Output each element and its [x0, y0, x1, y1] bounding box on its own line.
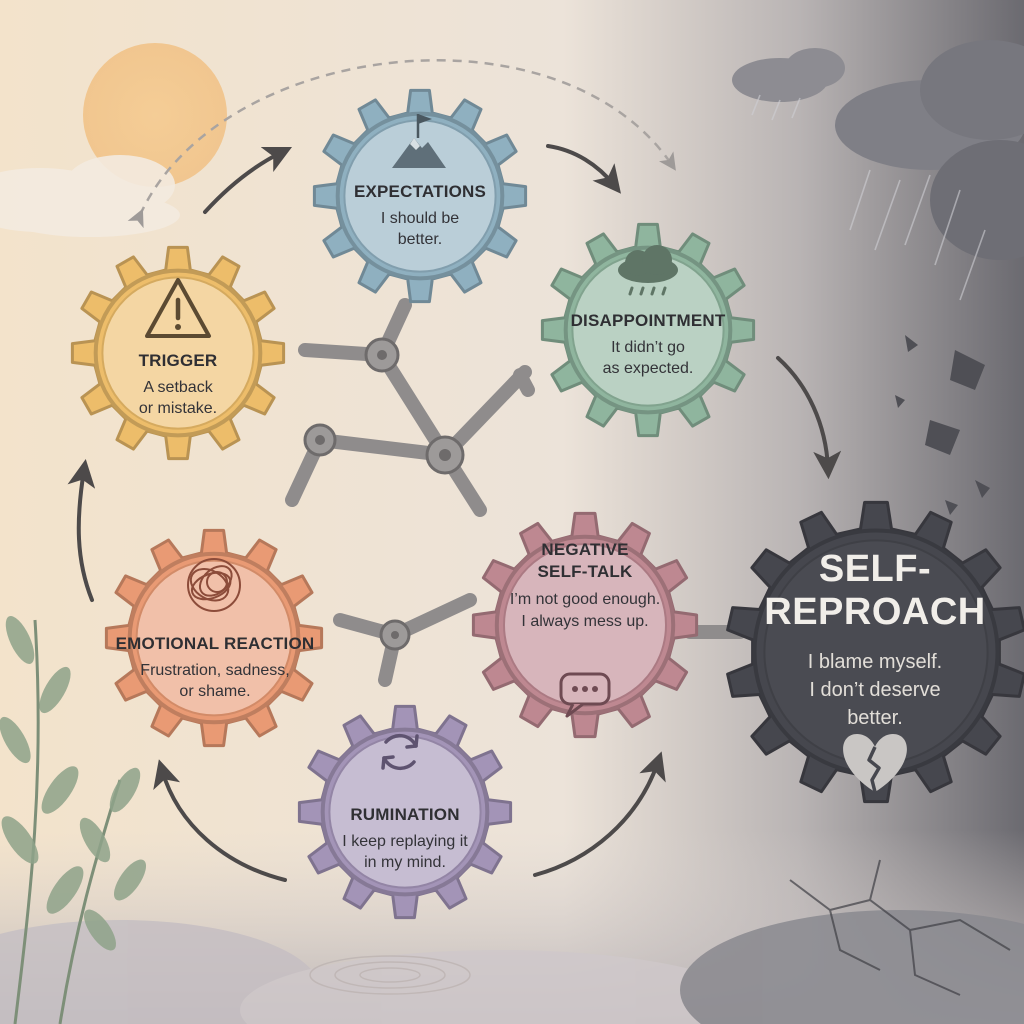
gear-emotional-reaction	[104, 528, 324, 748]
node-negative-self-talk: NEGATIVE SELF-TALK I’m not good enough. …	[490, 540, 680, 632]
gear-trigger	[70, 245, 286, 461]
node-disappointment: DISAPPOINTMENT It didn’t go as expected.	[558, 303, 738, 380]
node-self-reproach-text-3: better.	[847, 707, 903, 730]
ground-cracks	[789, 859, 1011, 996]
node-expectations: EXPECTATIONS I should be better.	[330, 174, 510, 251]
warning-triangle-icon	[145, 278, 211, 338]
node-negative-self-talk-text-1: I’m not good enough.	[509, 591, 661, 609]
gear-emotional-reaction-face	[135, 559, 293, 717]
arrow-self-talk-to-rumination	[533, 751, 666, 877]
broken-heart-icon	[843, 734, 907, 793]
rain-cloud-icon	[618, 245, 678, 296]
arrow-rumination-to-emotion	[153, 759, 287, 882]
rain-streaks	[751, 94, 986, 301]
gear-expectations-rim	[335, 111, 505, 281]
node-expectations-text-2: better.	[397, 231, 443, 249]
gear-disappointment-rim	[563, 245, 733, 415]
node-self-reproach-text-2: I don’t deserve	[809, 679, 941, 702]
node-negative-self-talk-title-2: SELF-TALK	[537, 561, 633, 581]
flying-debris	[895, 335, 990, 515]
bottom-cloud-band	[0, 910, 1024, 1024]
node-trigger-title: TRIGGER	[138, 351, 218, 370]
cycle-arrows	[67, 144, 842, 882]
node-emotional-reaction-text-1: Frustration, sadness,	[140, 661, 290, 679]
gear-negative-self-talk	[471, 511, 699, 739]
node-trigger: TRIGGER A setback or mistake.	[88, 343, 268, 420]
arrow-emotion-to-trigger	[67, 458, 96, 602]
node-emotional-reaction: EMOTIONAL REACTION Frustration, sadness,…	[115, 626, 315, 703]
node-rumination-title: RUMINATION	[350, 805, 460, 824]
circular-arrows-icon	[381, 733, 419, 771]
node-disappointment-text-2: as expected.	[602, 360, 694, 378]
water-ripples	[309, 955, 471, 995]
storm-clouds	[732, 40, 1024, 260]
node-self-reproach-title-1: SELF-	[818, 548, 932, 590]
node-disappointment-text-1: It didn’t go	[611, 338, 685, 356]
gear-negative-self-talk-rim	[494, 534, 676, 716]
gear-expectations	[312, 88, 528, 304]
arrow-trigger-to-expectations	[203, 146, 293, 214]
tangled-scribble-icon	[187, 558, 241, 612]
node-emotional-reaction-title: EMOTIONAL REACTION	[115, 634, 315, 653]
gear-rumination	[297, 704, 513, 920]
gear-rumination-rim	[320, 727, 490, 897]
arrow-disappointment-to-self-reproach	[776, 356, 842, 480]
node-trigger-text-1: A setback	[143, 378, 213, 396]
node-expectations-text-1: I should be	[380, 209, 460, 227]
node-rumination: RUMINATION I keep replaying it in my min…	[315, 797, 495, 874]
node-self-reproach-text-1: I blame myself.	[807, 651, 943, 674]
arrow-expectations-to-disappointment	[546, 144, 621, 194]
node-expectations-title: EXPECTATIONS	[353, 182, 487, 201]
node-emotional-reaction-text-2: or shame.	[179, 683, 251, 701]
gears-layer	[70, 88, 1024, 920]
gear-trigger-face	[101, 276, 255, 430]
node-trigger-text-2: or mistake.	[138, 400, 218, 418]
gear-negative-self-talk-face	[503, 543, 667, 707]
dashed-arc-arrow	[127, 59, 676, 229]
node-rumination-text-1: I keep replaying it	[342, 832, 468, 850]
node-self-reproach-title-2: REPROACH	[764, 590, 986, 633]
node-self-reproach: SELF- REPROACH I blame myself. I don’t d…	[764, 548, 986, 731]
speech-bubble-icon	[559, 672, 611, 718]
sun	[83, 43, 227, 187]
node-disappointment-title: DISAPPOINTMENT	[570, 311, 726, 330]
node-negative-self-talk-text-2: I always mess up.	[521, 612, 649, 630]
node-rumination-text-2: in my mind.	[364, 854, 446, 872]
mountain-flag-icon	[392, 114, 446, 168]
leafy-plant	[0, 616, 147, 1024]
node-negative-self-talk-title-1: NEGATIVE	[541, 540, 629, 559]
gear-emotional-reaction-rim	[127, 551, 301, 725]
gear-trigger-rim	[93, 268, 263, 438]
gear-disappointment	[540, 222, 756, 438]
gear-self-reproach	[726, 500, 1024, 804]
